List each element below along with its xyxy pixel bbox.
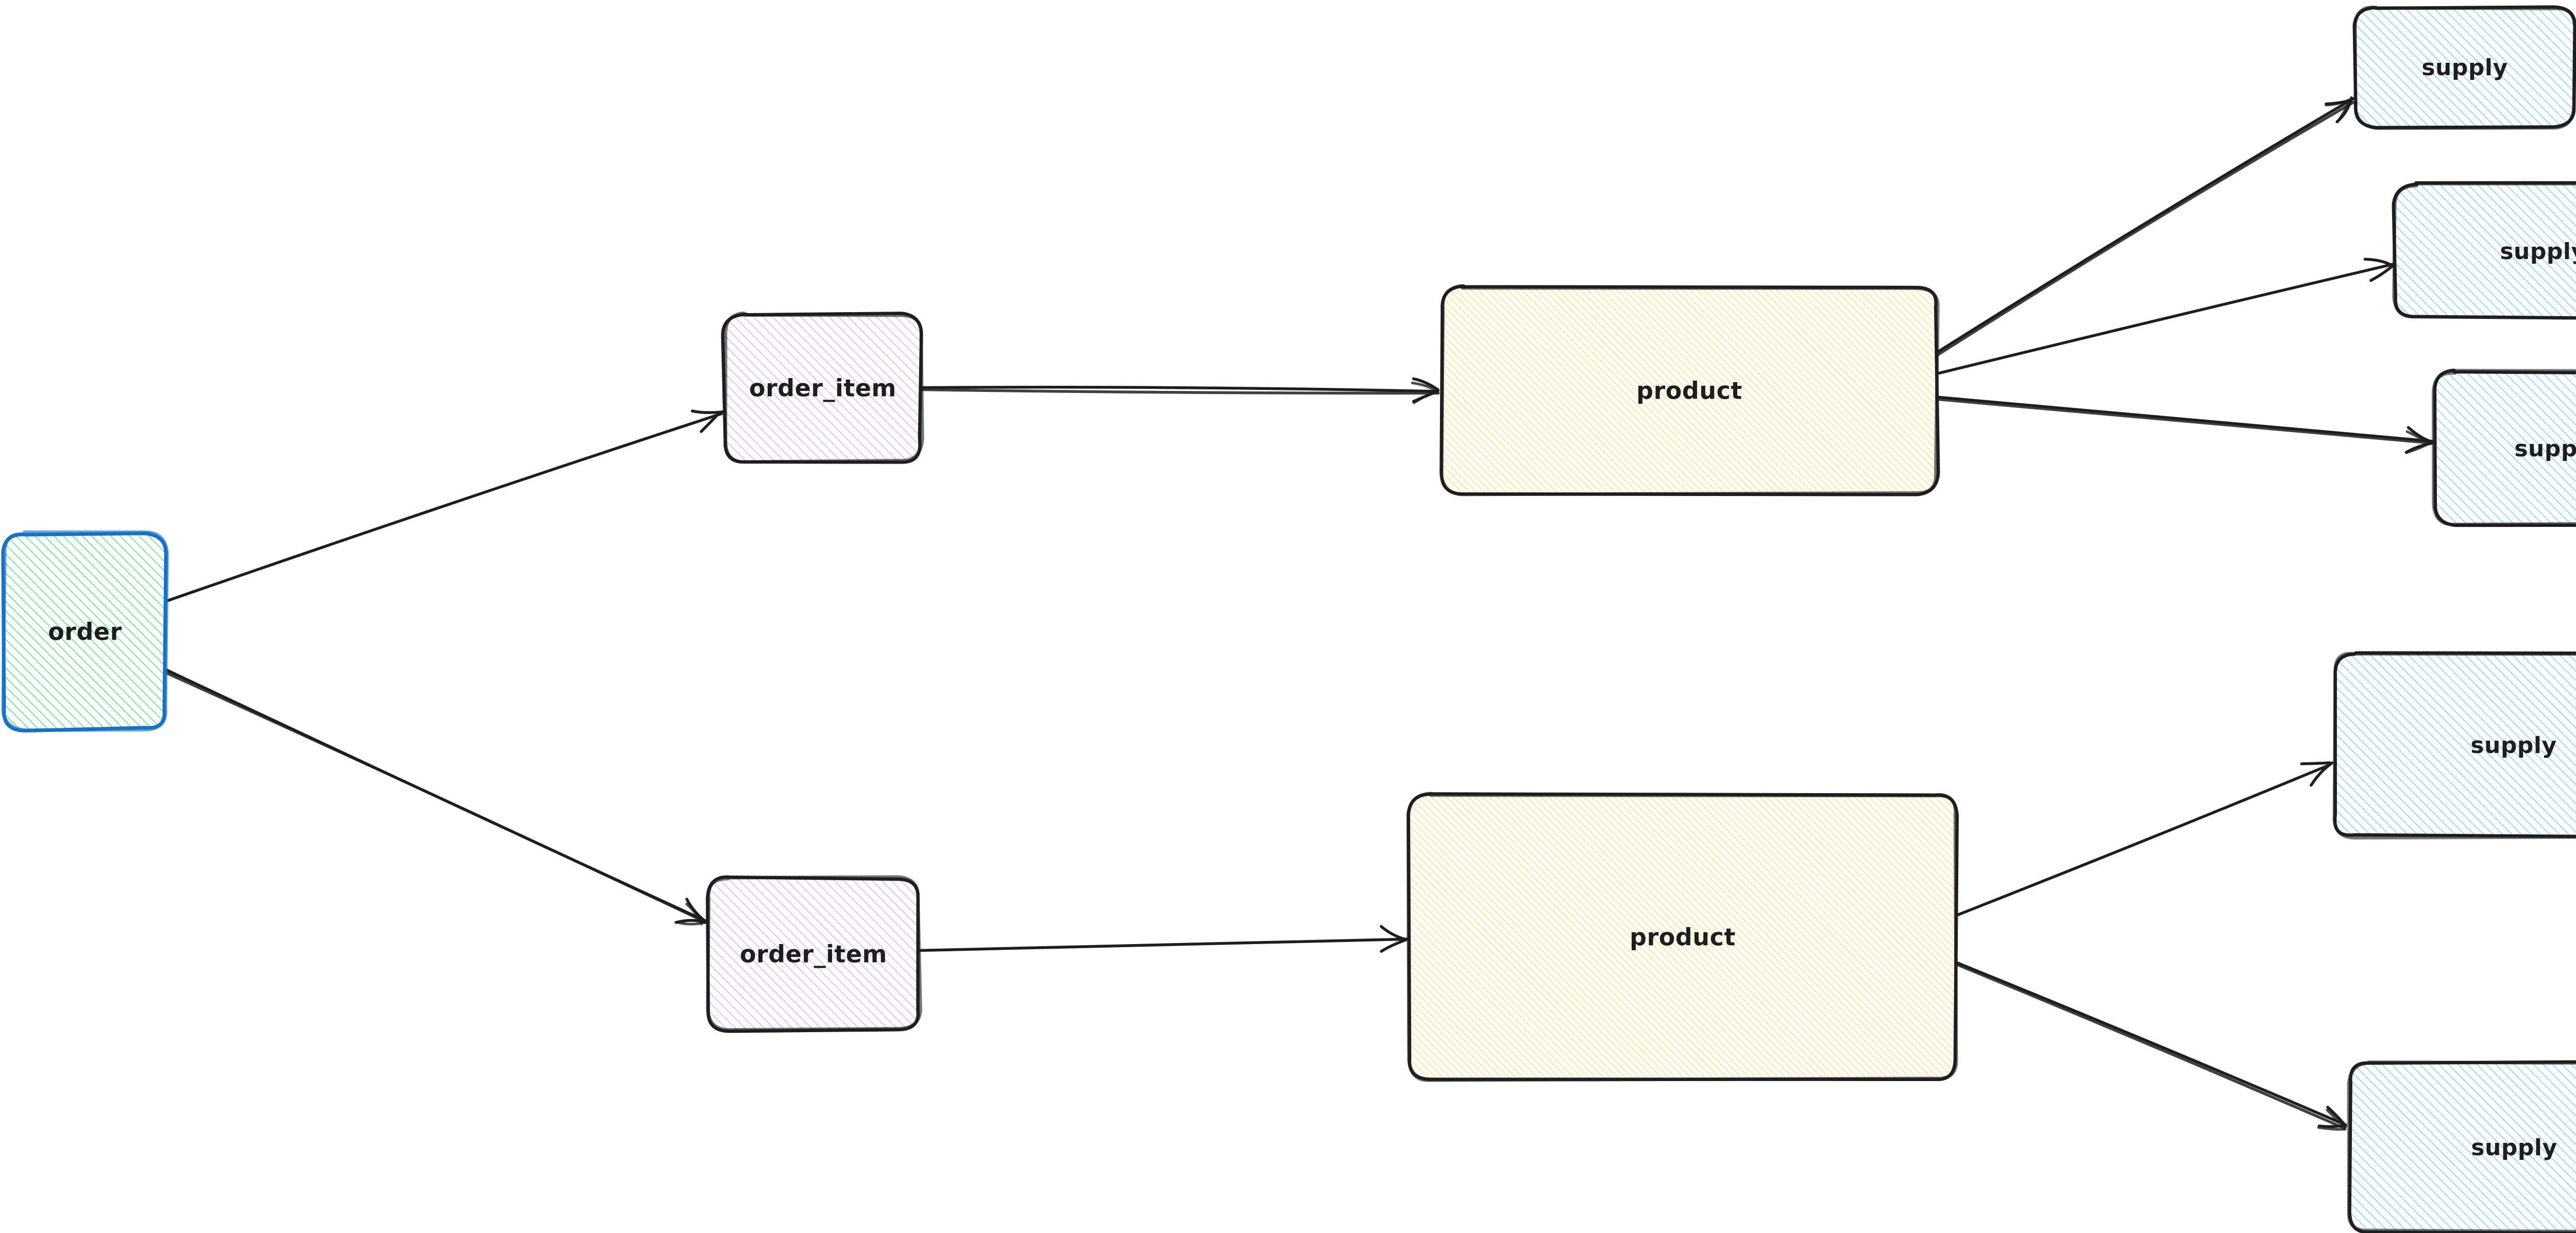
node-fill: [2434, 371, 2576, 525]
node-order_item_bottom[interactable]: order_item: [706, 875, 922, 1033]
edge-layer: [163, 96, 2435, 1131]
node-supply_3[interactable]: supply: [2432, 368, 2576, 527]
edge-order_item_bottom-to-product_bottom[interactable]: [917, 925, 1409, 953]
edge-product_top-to-supply_3[interactable]: [1936, 396, 2435, 454]
edge-product_bottom-to-supply_5[interactable]: [1953, 961, 2347, 1131]
edge-line: [917, 937, 1409, 952]
arrow-head: [1380, 925, 1408, 941]
arrow-head: [2310, 761, 2334, 787]
arrow-head: [2363, 258, 2393, 266]
arrow-head: [2325, 98, 2350, 107]
edge-order_item_top-to-product_top[interactable]: [919, 377, 1440, 404]
node-fill: [1441, 286, 1938, 494]
node-label-product_bottom: product: [1630, 923, 1736, 951]
node-fill: [2354, 6, 2574, 128]
node-label-product_top: product: [1636, 377, 1742, 405]
node-outline: [2347, 1060, 2576, 1233]
arrow-head: [685, 902, 703, 926]
node-supply_5[interactable]: supply: [2347, 1060, 2576, 1233]
node-supply_1[interactable]: supply: [2352, 5, 2576, 130]
node-fill: [3, 533, 166, 730]
edge-line: [1935, 97, 2355, 354]
arrow-head: [2326, 1105, 2347, 1126]
node-fill: [724, 314, 922, 462]
node-fill: [2394, 184, 2576, 318]
node-fill: [2333, 652, 2576, 837]
arrow-head: [700, 411, 721, 433]
node-fill: [2349, 1061, 2576, 1232]
edge-line: [1936, 396, 2434, 443]
node-product_bottom[interactable]: product: [1406, 792, 1959, 1082]
arrow-head: [675, 920, 704, 926]
node-label-supply_4: supply: [2470, 732, 2556, 759]
node-supply_2[interactable]: supply: [2392, 181, 2576, 320]
node-order[interactable]: order: [1, 530, 169, 733]
edge-order-to-order_item_bottom[interactable]: [163, 667, 707, 926]
node-outline: [2392, 182, 2576, 320]
node-label-order: order: [48, 618, 122, 646]
node-outline: [1, 530, 169, 732]
arrow-head: [2300, 761, 2331, 765]
node-label-supply_1: supply: [2421, 55, 2507, 81]
node-fill: [708, 878, 919, 1031]
node-outline: [1406, 792, 1958, 1082]
node-outline: [2332, 652, 2576, 840]
arrow-head: [2317, 1126, 2347, 1131]
edge-line: [165, 671, 707, 923]
arrow-head: [2405, 442, 2431, 454]
arrow-head: [1412, 377, 1440, 391]
edge-line: [1937, 398, 2435, 445]
node-outline: [2432, 369, 2576, 526]
arrow-head: [1411, 382, 1438, 393]
arrow-head: [2369, 265, 2394, 282]
arrow-head: [2326, 1108, 2347, 1129]
node-supply_4[interactable]: supply: [2332, 651, 2576, 840]
arrow-head: [2405, 430, 2432, 445]
edge-line: [1955, 763, 2331, 917]
edge-line: [921, 386, 1439, 393]
node-label-supply_3: supply: [2514, 436, 2576, 462]
arrow-head: [1412, 390, 1438, 404]
arrow-head: [2336, 98, 2351, 124]
node-order_item_top[interactable]: order_item: [721, 311, 924, 464]
edge-order-to-order_item_top[interactable]: [163, 409, 724, 603]
node-outline: [1440, 284, 1940, 496]
edge-line: [1953, 962, 2346, 1130]
edge-product_top-to-supply_2[interactable]: [1936, 258, 2395, 375]
arrow-head: [2406, 426, 2434, 443]
node-label-supply_2: supply: [2500, 238, 2576, 265]
node-product_top[interactable]: product: [1439, 284, 1940, 496]
arrow-head: [690, 409, 724, 414]
edge-line: [1955, 961, 2347, 1126]
edge-product_top-to-supply_1[interactable]: [1935, 96, 2355, 357]
edge-line: [919, 388, 1440, 395]
edge-line: [163, 412, 723, 603]
node-outline: [724, 311, 924, 464]
edge-line: [1936, 263, 2395, 375]
node-label-order_item_top: order_item: [749, 374, 896, 402]
edge-line: [1936, 100, 2355, 357]
node-outline: [706, 875, 922, 1032]
node-label-supply_5: supply: [2471, 1135, 2557, 1161]
node-label-order_item_bottom: order_item: [740, 940, 887, 968]
node-layer: orderorder_itemorder_itemproductproducts…: [1, 5, 2576, 1233]
node-outline: [2353, 6, 2576, 130]
edge-product_bottom-to-supply_4[interactable]: [1955, 761, 2334, 917]
arrow-head: [1380, 938, 1407, 953]
node-fill: [1409, 793, 1955, 1081]
